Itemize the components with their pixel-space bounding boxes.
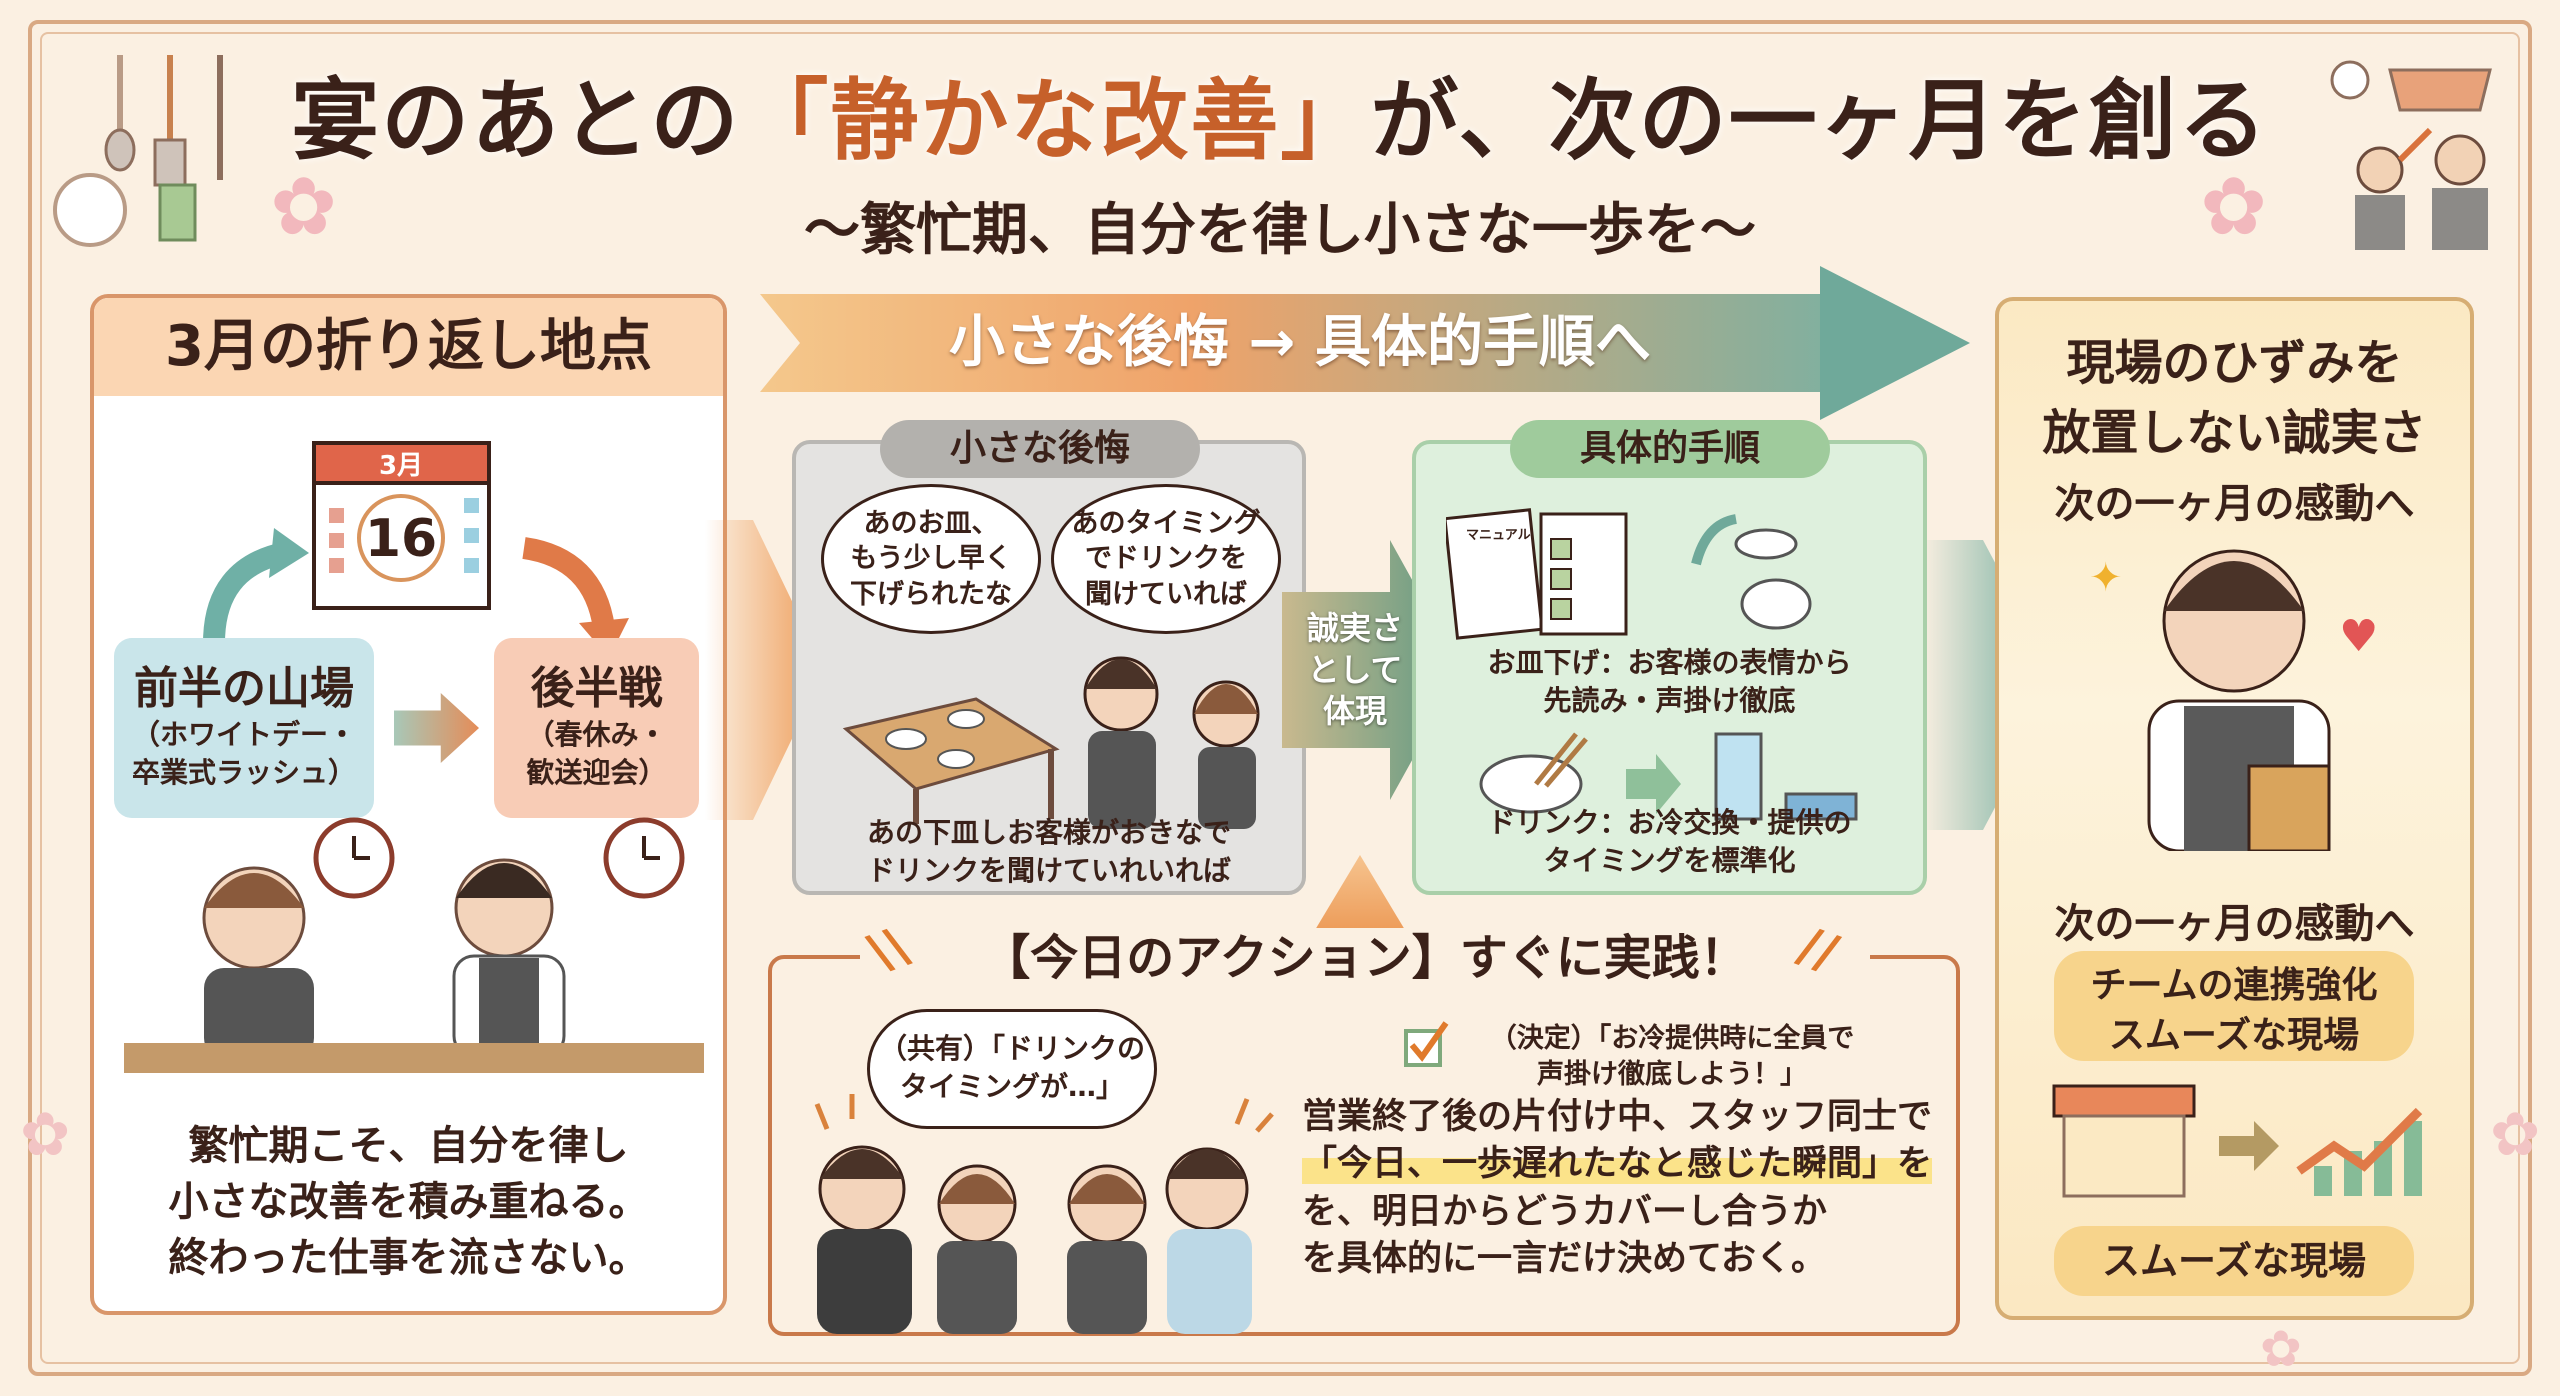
sparkle-icon: ✦ [2089, 555, 2123, 601]
midpoint-panel: 3月の折り返し地点 3月 16 前半の山場 （ホワイトデー・ 卒業式ラッシュ） … [90, 294, 727, 1315]
right-arrow-icon [394, 693, 479, 763]
action-body-line: を具体的に一言だけ決めておく。 [1302, 1238, 1826, 1279]
flow-banner-label: 小さな後悔 → 具体的手順へ [949, 310, 1651, 375]
second-half-title: 後半戦 [530, 663, 663, 714]
second-half-detail: 歓送迎会） [526, 755, 667, 789]
team-discussion-illustration [814, 1094, 1274, 1334]
plate-icon [1740, 578, 1812, 630]
manual-checklist-icon: マニュアル [1446, 508, 1812, 640]
regret-header: 小さな後悔 [880, 420, 1200, 478]
calendar-icon: 3月 16 [312, 441, 491, 610]
calendar-month: 3月 [379, 451, 423, 481]
smooth-operation-pill: スムーズな現場 [2054, 1226, 2414, 1296]
outcome-panel: 現場のひずみを放置しない誠実さ 次の一ヶ月の感動へ ✦ ♥ 次の一ヶ月の感動へ … [1995, 297, 2474, 1320]
second-half-detail: （春休み・ [526, 718, 667, 751]
tired-staff-illustration [124, 817, 704, 1073]
page-subtitle: 〜繁忙期、自分を律し小さな一歩を〜 [804, 198, 1756, 263]
outcome-subheading-2: 次の一ヶ月の感動へ [2054, 901, 2415, 947]
regret-caption: あの下皿しお客様がおきなでドリンクを聞けていれいれば [866, 816, 1231, 887]
first-half-detail: 卒業式ラッシュ） [131, 755, 356, 789]
first-half-title: 前半の山場 [134, 663, 354, 714]
thought-bubble: あのタイミングでドリンクを聞けていれば [1051, 484, 1281, 634]
decorative-frame [28, 20, 2532, 1376]
embody-label: 誠実さとして体現 [1306, 609, 1403, 731]
cherry-blossom-icon: ✿ [2490, 1100, 2541, 1170]
staff-growth-icon [2330, 60, 2492, 250]
cherry-blossom-icon: ✿ [20, 1100, 71, 1170]
shop-awning-icon [2388, 68, 2492, 112]
action-body-line: 営業終了後の片付け中、スタッフ同士で [1302, 1097, 1933, 1137]
action-header: 【今日のアクション】すぐに実践！ [860, 928, 1870, 988]
procedure-step-drinks: ドリンク：お冷交換・提供のタイミングを標準化 [1487, 806, 1852, 877]
flow-banner [760, 294, 1840, 392]
first-half-detail: （ホワイトデー・ [131, 718, 356, 751]
message-line: 小さな改善を積み重ねる。 [168, 1179, 649, 1225]
checkbox-checked-icon [1404, 1021, 1449, 1067]
speech-bubble: （共有）「ドリンクのタイミングが…」 [867, 1009, 1157, 1129]
clock-icon [2330, 60, 2370, 100]
action-panel: （共有）「ドリンクのタイミングが…」 （決定）「お冷提供時に全員で声掛け徹底しよ… [768, 955, 1960, 1336]
calendar-day: 16 [365, 509, 437, 569]
decision-note: （決定）「お冷提供時に全員で声掛け徹底しよう！」 [1489, 1023, 1855, 1091]
teamwork-pill: チームの連携強化スムーズな現場 [2054, 951, 2414, 1061]
cherry-blossom-icon: ✿ [2260, 1320, 2302, 1378]
shop-to-growth-icon [2052, 1084, 2423, 1198]
first-half-card: 前半の山場 （ホワイトデー・ 卒業式ラッシュ） [114, 638, 374, 818]
message-line: 繁忙期こそ、自分を律し [188, 1123, 629, 1169]
outcome-heading: 現場のひずみを放置しない誠実さ [2042, 335, 2427, 461]
procedure-step-plates: お皿下げ：お客様の表情から先読み・声掛け徹底 [1487, 646, 1852, 717]
regret-illustration [842, 656, 1260, 829]
procedure-panel: マニュアル お皿下げ：お客様の表情から先読み・声掛け徹底 ドリンク：お冷交換・提… [1412, 440, 1927, 895]
action-highlight: 「今日、一歩遅れたなと感じた瞬間」を [1302, 1144, 1933, 1185]
midpoint-header: 3月の折り返し地点 [94, 298, 723, 396]
cherry-blossom-icon: ✿ [270, 160, 338, 253]
regret-panel: あのお皿、もう少し早く下げられたな あのタイミングでドリンクを聞けていれば あの… [792, 440, 1306, 895]
page-title: 宴のあとの「静かな改善」が、次の一ヶ月を創る [291, 69, 2269, 172]
second-half-card: 後半戦 （春休み・ 歓送迎会） [494, 638, 699, 818]
drink-refill-icon [1479, 732, 1858, 821]
procedure-header: 具体的手順 [1510, 420, 1830, 478]
action-body-line: を、明日からどうカバーし合うか [1302, 1191, 1828, 1232]
decorative-frame-inner [40, 32, 2520, 1364]
action-body: 営業終了後の片付け中、スタッフ同士で 「今日、一歩遅れたなと感じた瞬間」を を、… [1302, 1094, 1952, 1283]
outcome-subheading: 次の一ヶ月の感動へ [2054, 481, 2415, 527]
message-line: 終わった仕事を流さない。 [168, 1235, 649, 1281]
manual-label: マニュアル [1466, 528, 1531, 543]
midpoint-message: 繁忙期こそ、自分を律し 小さな改善を積み重ねる。 終わった仕事を流さない。 [94, 1118, 723, 1286]
kitchen-utensils-icon [53, 55, 223, 247]
plate-icon [1734, 528, 1798, 560]
thought-bubble: あのお皿、もう少し早く下げられたな [821, 484, 1041, 634]
rising-arrow-icon [203, 528, 309, 644]
cherry-blossom-icon: ✿ [2200, 160, 2268, 253]
confident-staff-illustration: ✦ ♥ [2089, 549, 2378, 851]
heart-icon: ♥ [2339, 611, 2378, 662]
